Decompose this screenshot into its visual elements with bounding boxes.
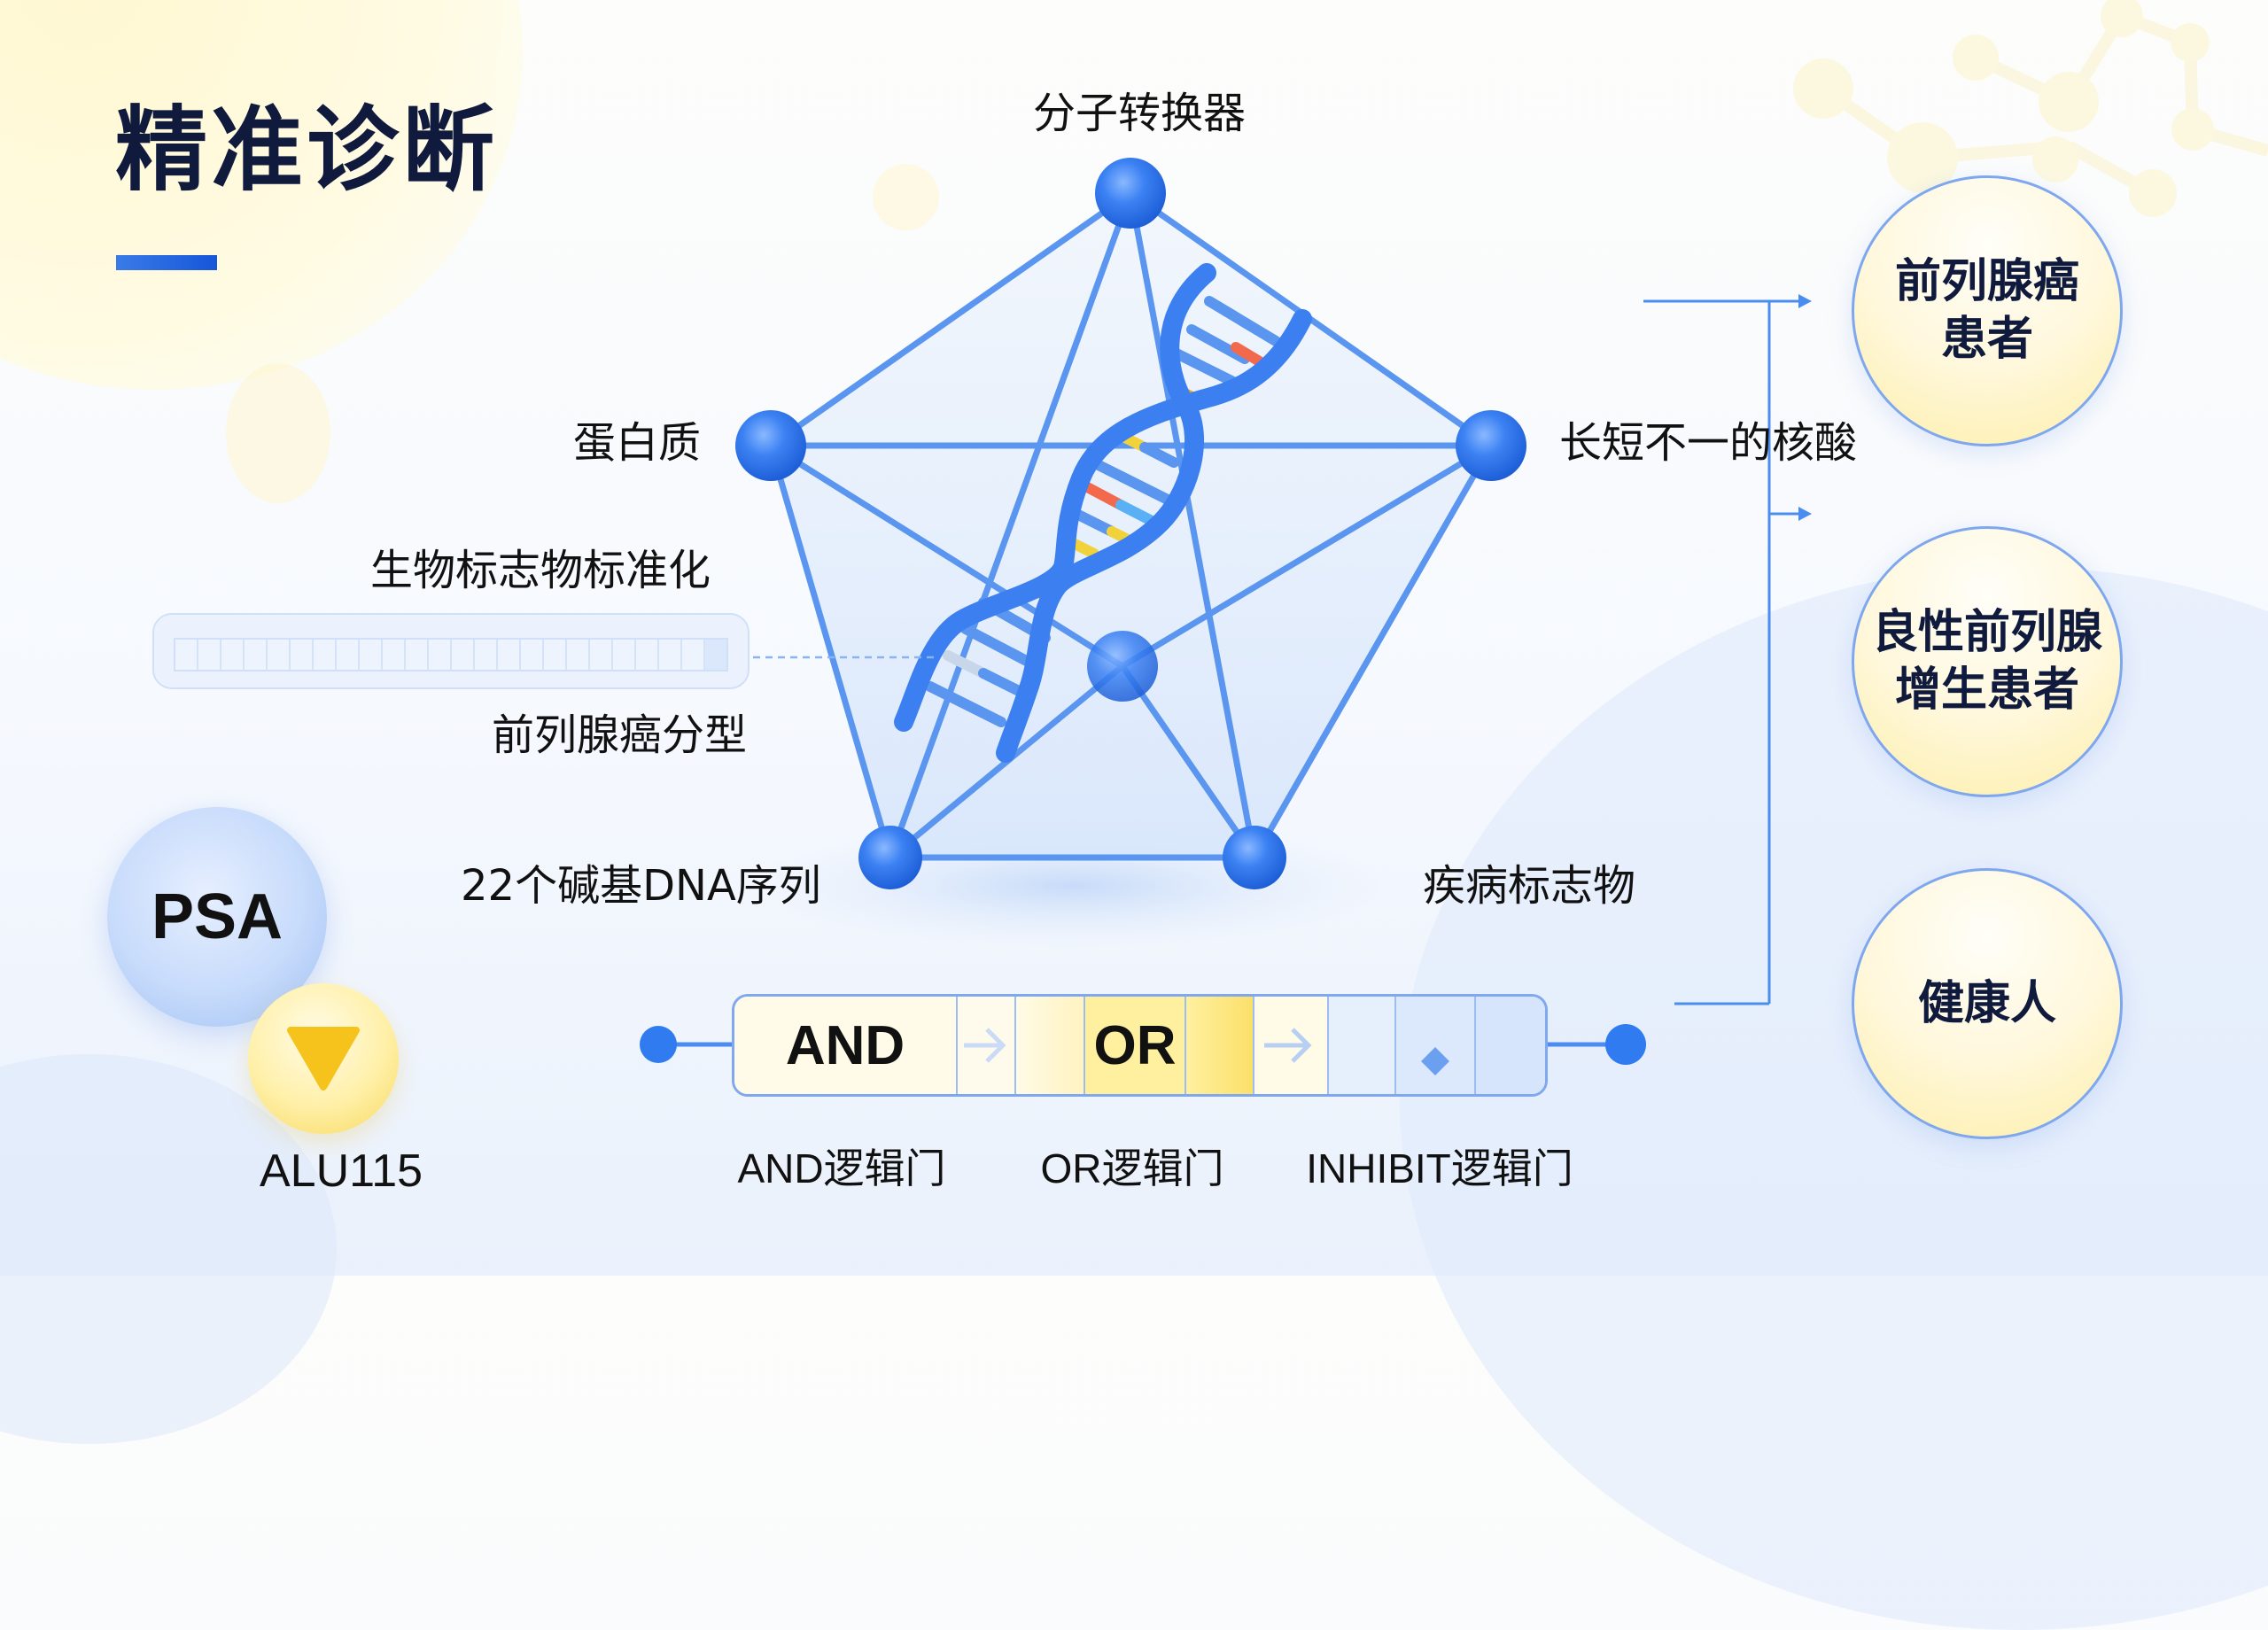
standardization-cell — [429, 640, 452, 670]
gate-cell-or[interactable]: OR — [1085, 997, 1186, 1094]
diamond-icon — [1421, 1047, 1449, 1075]
standardization-cell — [613, 640, 636, 670]
standardization-cell — [498, 640, 521, 670]
gate-cell-inhibit[interactable] — [1396, 997, 1476, 1094]
standardization-cell — [360, 640, 383, 670]
standardization-cell — [245, 640, 268, 670]
gate-cell-arrow-1 — [958, 997, 1016, 1094]
gate-cell-inhibit-right — [1476, 997, 1545, 1094]
standardization-cell — [705, 640, 726, 670]
node-center[interactable] — [1087, 631, 1158, 702]
arrow-right-icon — [1798, 507, 1812, 521]
node-left[interactable] — [735, 410, 806, 481]
node-top[interactable] — [1095, 158, 1166, 229]
label-cancer-typing: 前列腺癌分型 — [492, 710, 748, 760]
standardization-cell — [337, 640, 360, 670]
molecule-decoration-icon — [1793, 0, 2268, 217]
gate-cell-and[interactable]: AND — [734, 997, 958, 1094]
standardization-cell — [268, 640, 291, 670]
standardization-cell — [198, 640, 221, 670]
label-inhibit-gate: INHIBIT逻辑门 — [1306, 1145, 1573, 1191]
node-right[interactable] — [1456, 410, 1526, 481]
standardization-cell — [567, 640, 590, 670]
standardization-cell — [406, 640, 429, 670]
gate-cell-inhibit-left — [1329, 997, 1396, 1094]
gate-cell-or-left — [1016, 997, 1085, 1094]
standardization-cell — [475, 640, 498, 670]
title-underline — [116, 255, 217, 270]
label-protein: 蛋白质 — [573, 418, 702, 468]
standardization-cell — [452, 640, 475, 670]
standardization-cell — [291, 640, 314, 670]
standardization-cell — [590, 640, 613, 670]
arrow-right-icon — [1798, 294, 1812, 308]
standardization-cell — [314, 640, 337, 670]
outcome-prostate-cancer-label: 前列腺癌 患者 — [1894, 255, 2079, 366]
logic-input-dot[interactable] — [640, 1026, 677, 1063]
outcome-healthy-label: 健康人 — [1917, 976, 2056, 1030]
alu115-badge[interactable] — [248, 983, 399, 1134]
node-bottom-right[interactable] — [1223, 826, 1286, 889]
standardization-cell — [682, 640, 705, 670]
label-nucleic-acid: 长短不一的核酸 — [1559, 418, 1858, 468]
network-nodes — [735, 158, 1526, 889]
label-or-gate: OR逻辑门 — [1040, 1145, 1224, 1191]
triangle-down-icon — [287, 1027, 360, 1091]
arrow-right-icon — [1264, 1028, 1312, 1063]
pentagon-fill — [771, 193, 1491, 858]
outcome-bph[interactable]: 良性前列腺 增生患者 — [1852, 526, 2123, 797]
label-dna-sequence: 22个碱基DNA序列 — [461, 861, 821, 911]
page-title: 精准诊断 — [115, 96, 499, 204]
node-bottom-left[interactable] — [858, 826, 922, 889]
standardization-cell — [636, 640, 659, 670]
standardization-cell — [659, 640, 682, 670]
gate-cell-or-right — [1186, 997, 1254, 1094]
alu115-label: ALU115 — [260, 1145, 423, 1197]
gate-cell-arrow-2 — [1254, 997, 1329, 1094]
label-biomarker-standardization: 生物标志物标准化 — [370, 546, 711, 595]
label-disease-marker: 疾病标志物 — [1423, 861, 1636, 911]
outcome-bracket — [1643, 299, 1798, 1005]
dna-double-helix-icon — [894, 263, 1312, 763]
gate-and-text: AND — [785, 1014, 905, 1076]
molecular-network-diagram — [658, 158, 1812, 1047]
outcome-healthy[interactable]: 健康人 — [1852, 868, 2123, 1139]
outcome-prostate-cancer[interactable]: 前列腺癌 患者 — [1852, 175, 2123, 446]
standardization-cell — [521, 640, 544, 670]
label-molecular-converter: 分子转换器 — [1032, 89, 1247, 138]
logic-gate-bar: AND OR — [732, 994, 1548, 1097]
psa-label: PSA — [151, 881, 284, 952]
arrow-right-icon — [964, 1028, 1006, 1063]
logic-output-dot[interactable] — [1605, 1024, 1646, 1065]
standardization-cells — [174, 638, 728, 671]
gate-or-text: OR — [1093, 1014, 1177, 1076]
standardization-cell — [175, 640, 198, 670]
standardization-cell — [383, 640, 406, 670]
label-and-gate: AND逻辑门 — [737, 1145, 946, 1191]
standardization-cell — [544, 640, 567, 670]
outcome-bph-label: 良性前列腺 增生患者 — [1871, 606, 2102, 717]
standardization-cell — [221, 640, 245, 670]
standardization-bar — [152, 613, 750, 689]
